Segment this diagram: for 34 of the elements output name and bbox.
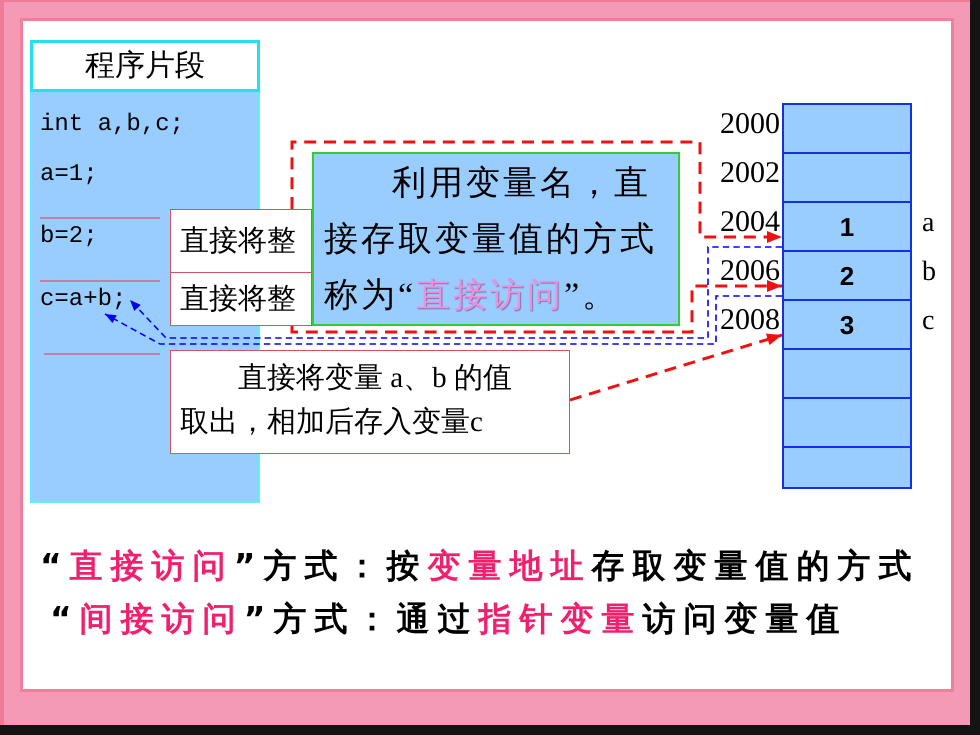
address-label: 2008 [720,305,780,335]
cell-value: 2 [840,262,854,288]
variable-name: a [922,209,934,237]
memory-cell [782,446,912,489]
panel-heading: 程序片段 [30,40,260,92]
code-line: a=1; [40,161,98,189]
dashed-arrow [290,140,782,243]
note-box [170,272,312,326]
note-box [170,209,312,273]
variable-name: b [922,258,936,286]
code-line: int a,b,c; [40,111,184,139]
address-label: 2004 [720,207,780,237]
memory-cell [782,397,912,448]
access-definition: “直接访问”方式：按变量地址存取变量值的方式 [40,545,920,587]
definition-text: 利用变量名，直接存取变量值的方式称为“直接访问”。 [324,164,658,316]
note-text: 直接将整 [180,282,296,317]
note-text: 直接将变量 a、b 的值取出，相加后存入变量c [180,361,513,440]
dashed-arrow [104,295,782,345]
memory-cell [782,348,912,399]
variable-name: c [922,307,934,335]
definition-box [312,152,680,326]
code-line: b=2; [40,223,98,251]
note-text: 直接将整 [180,224,296,259]
code-line: c=a+b; [40,286,130,314]
cell-value: 1 [840,214,854,240]
access-definition: “间接访问”方式：通过指针变量访问变量值 [50,598,848,640]
cell-value: 3 [840,312,854,338]
address-label: 2002 [720,158,780,188]
address-label: 2000 [720,109,780,139]
dashed-arrow [290,280,782,334]
note-box [170,350,570,454]
dashed-arrow [570,334,782,402]
dashed-arrow [129,246,782,339]
address-label: 2006 [720,256,780,286]
